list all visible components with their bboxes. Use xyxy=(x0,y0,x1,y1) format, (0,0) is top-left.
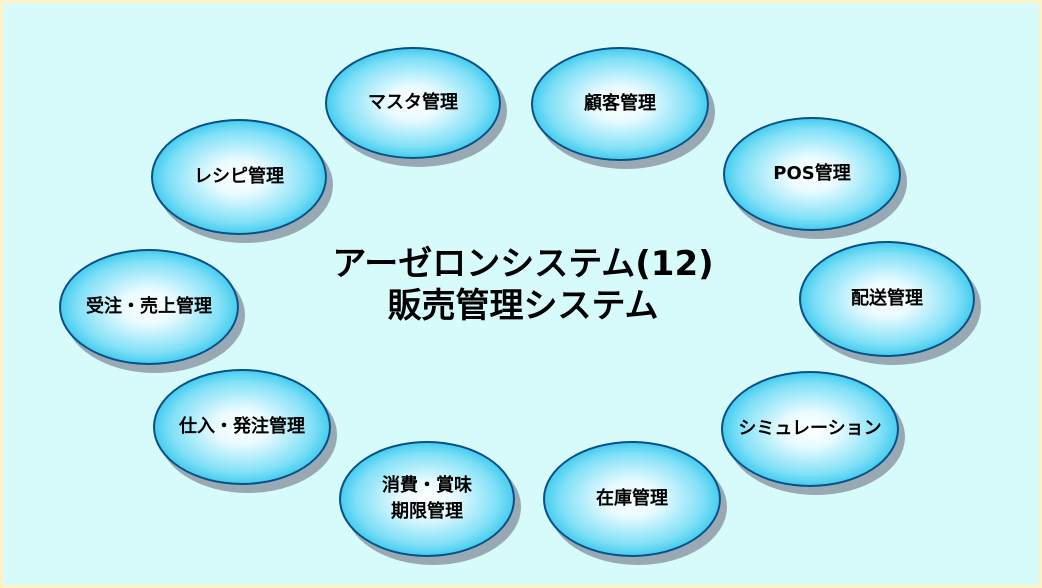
center-title-line-1: アーゼロンシステム(12) xyxy=(332,244,714,284)
node-simulation: シミュレーション xyxy=(721,371,899,487)
node-master-management: マスタ管理 xyxy=(325,47,501,159)
node-label: 配送管理 xyxy=(851,288,923,309)
node-label: マスタ管理 xyxy=(368,92,458,113)
node-label: POS管理 xyxy=(773,163,851,184)
node-delivery-management: 配送管理 xyxy=(799,241,975,357)
node-label: シミュレーション xyxy=(738,418,882,439)
node-inventory-management: 在庫管理 xyxy=(543,441,721,557)
node-purchase-ordering-management: 仕入・発注管理 xyxy=(153,369,331,485)
diagram-canvas: アーゼロンシステム(12) 販売管理システム マスタ管理 顧客管理 レシピ管理 … xyxy=(3,3,1039,585)
node-order-sales-management: 受注・売上管理 xyxy=(59,249,239,365)
node-pos-management: POS管理 xyxy=(723,117,901,231)
node-customer-management: 顧客管理 xyxy=(531,47,709,161)
node-expiry-management: 消費・賞味 期限管理 xyxy=(339,441,515,557)
node-label: 仕入・発注管理 xyxy=(179,416,305,437)
center-title: アーゼロンシステム(12) 販売管理システム xyxy=(293,243,753,327)
center-title-line-2: 販売管理システム xyxy=(387,286,659,326)
node-label: 受注・売上管理 xyxy=(86,296,212,317)
node-label: 在庫管理 xyxy=(596,488,668,509)
node-recipe-management: レシピ管理 xyxy=(151,119,327,235)
node-label: レシピ管理 xyxy=(194,166,284,187)
node-label: 顧客管理 xyxy=(584,93,656,114)
node-label: 消費・賞味 期限管理 xyxy=(382,475,472,522)
